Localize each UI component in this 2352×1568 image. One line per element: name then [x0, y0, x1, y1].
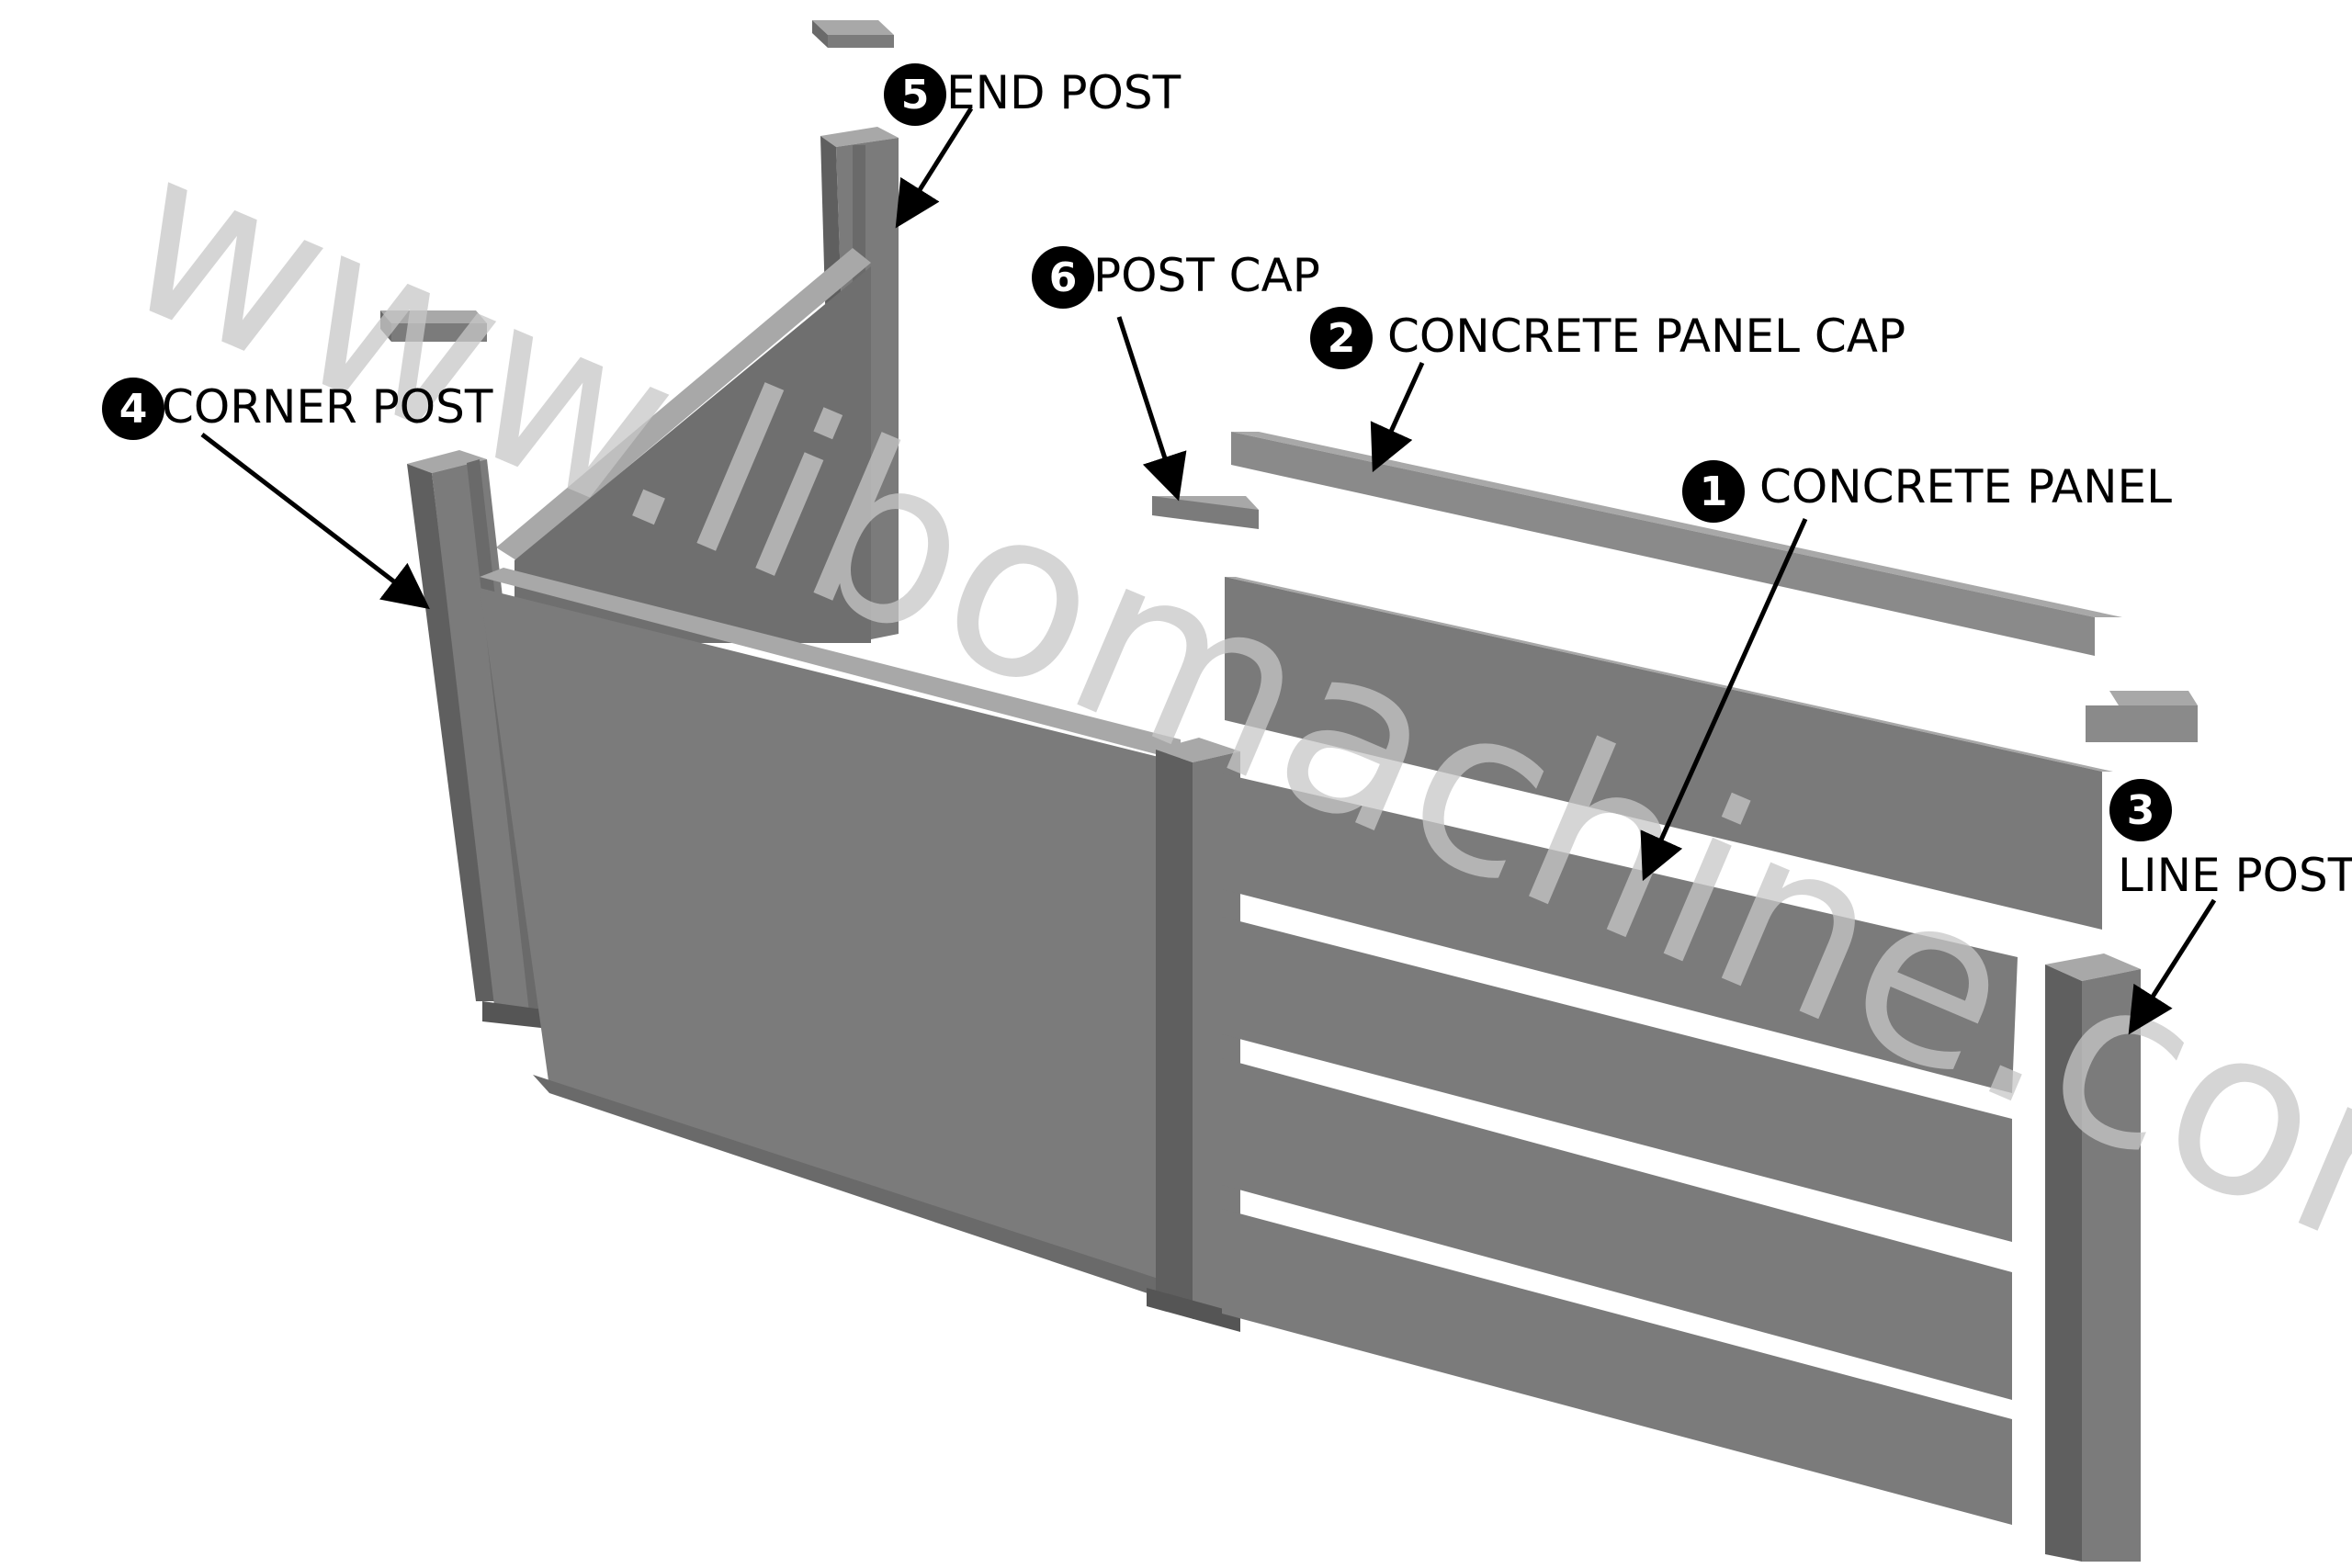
line-post-part	[2045, 953, 2141, 1562]
concrete-panel-arrow	[1640, 517, 1808, 882]
callout-line-post: 3 LINE POST	[2109, 779, 2352, 902]
callout-post-cap: 6 POST CAP	[1032, 246, 1320, 309]
label-concrete-panel-cap: CONCRETE PANEL CAP	[1387, 310, 1905, 363]
back-panel	[496, 248, 871, 643]
badge-number-concrete-panel: 1	[1700, 468, 1728, 515]
badge-number-post-cap: 6	[1049, 254, 1078, 301]
callout-end-post: 5 END POST	[884, 63, 1182, 126]
badge-concrete-panel	[1682, 460, 1745, 523]
callout-concrete-panel-cap: 2 CONCRETE PANEL CAP	[1310, 307, 1905, 369]
stacked-panels	[1222, 773, 2018, 1525]
badge-end-post	[884, 63, 946, 126]
line-post-arrow	[2128, 898, 2217, 1035]
corner-post-arrow	[200, 433, 430, 610]
badge-concrete-panel-cap	[1310, 307, 1373, 369]
concrete-panel-loose	[1225, 577, 2113, 930]
badge-number-line-post: 3	[2127, 787, 2155, 834]
badge-post-cap	[1032, 246, 1094, 309]
concrete-panel-cap-part	[1231, 432, 2122, 656]
label-line-post: LINE POST	[2118, 849, 2352, 902]
concrete-panel-cap-arrow	[1370, 361, 1425, 473]
end-post-cap	[812, 20, 894, 48]
post-cap-arrow	[1116, 316, 1187, 502]
label-concrete-panel: CONCRETE PANEL	[1759, 460, 2172, 513]
front-solid-panel	[480, 568, 1181, 1304]
badge-number-end-post: 5	[901, 72, 930, 118]
badge-line-post	[2109, 779, 2172, 841]
label-corner-post: CORNER POST	[162, 380, 493, 434]
callout-corner-post: 4 CORNER POST	[102, 378, 493, 440]
callout-concrete-panel: 1 CONCRETE PANEL	[1682, 460, 2172, 523]
label-end-post: END POST	[946, 66, 1182, 119]
line-post-cap	[2086, 691, 2198, 742]
badge-number-corner-post: 4	[119, 386, 148, 433]
end-post-arrow	[895, 107, 974, 229]
badge-corner-post	[102, 378, 164, 440]
corner-post-cap	[380, 310, 487, 342]
label-post-cap: POST CAP	[1093, 249, 1320, 302]
badge-number-concrete-panel-cap: 2	[1328, 315, 1356, 362]
